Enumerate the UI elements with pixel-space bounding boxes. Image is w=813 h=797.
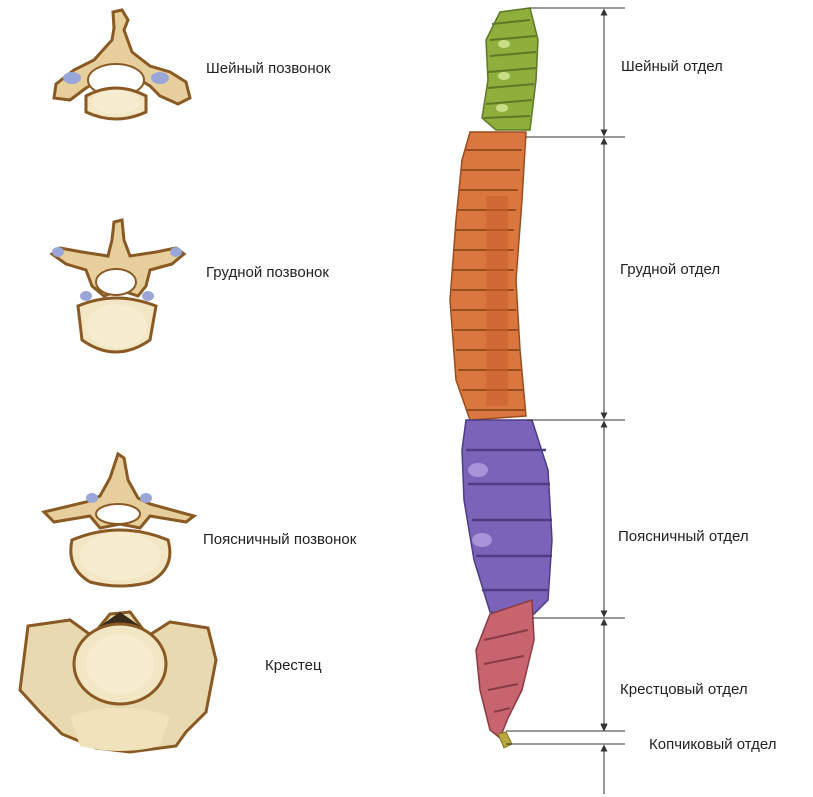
cervical-section-label: Шейный отдел [621,58,723,75]
lumbar-vertebra-illustration [44,454,194,586]
lumbar-section-shape [462,420,552,618]
coccyx-section-shape [498,732,512,748]
spinal-column-illustration [450,8,552,748]
lumbar-vertebra-label: Поясничный позвонок [203,531,356,548]
sacral-section-shape [476,600,534,738]
cervical-section-shape [482,8,538,130]
thoracic-vertebra-label: Грудной позвонок [206,264,329,281]
thoracic-section-shape [450,132,526,420]
sacrum-illustration [20,612,216,752]
sacrum-label: Крестец [265,657,322,674]
sacral-section-label: Крестцовый отдел [620,681,748,698]
lumbar-section-label: Поясничный отдел [618,528,749,545]
thoracic-section-label: Грудной отдел [620,261,720,278]
coccyx-section-label: Копчиковый отдел [649,736,777,753]
cervical-vertebra-illustration [54,10,190,119]
thoracic-vertebra-illustration [52,220,184,352]
cervical-vertebra-label: Шейный позвонок [206,60,331,77]
